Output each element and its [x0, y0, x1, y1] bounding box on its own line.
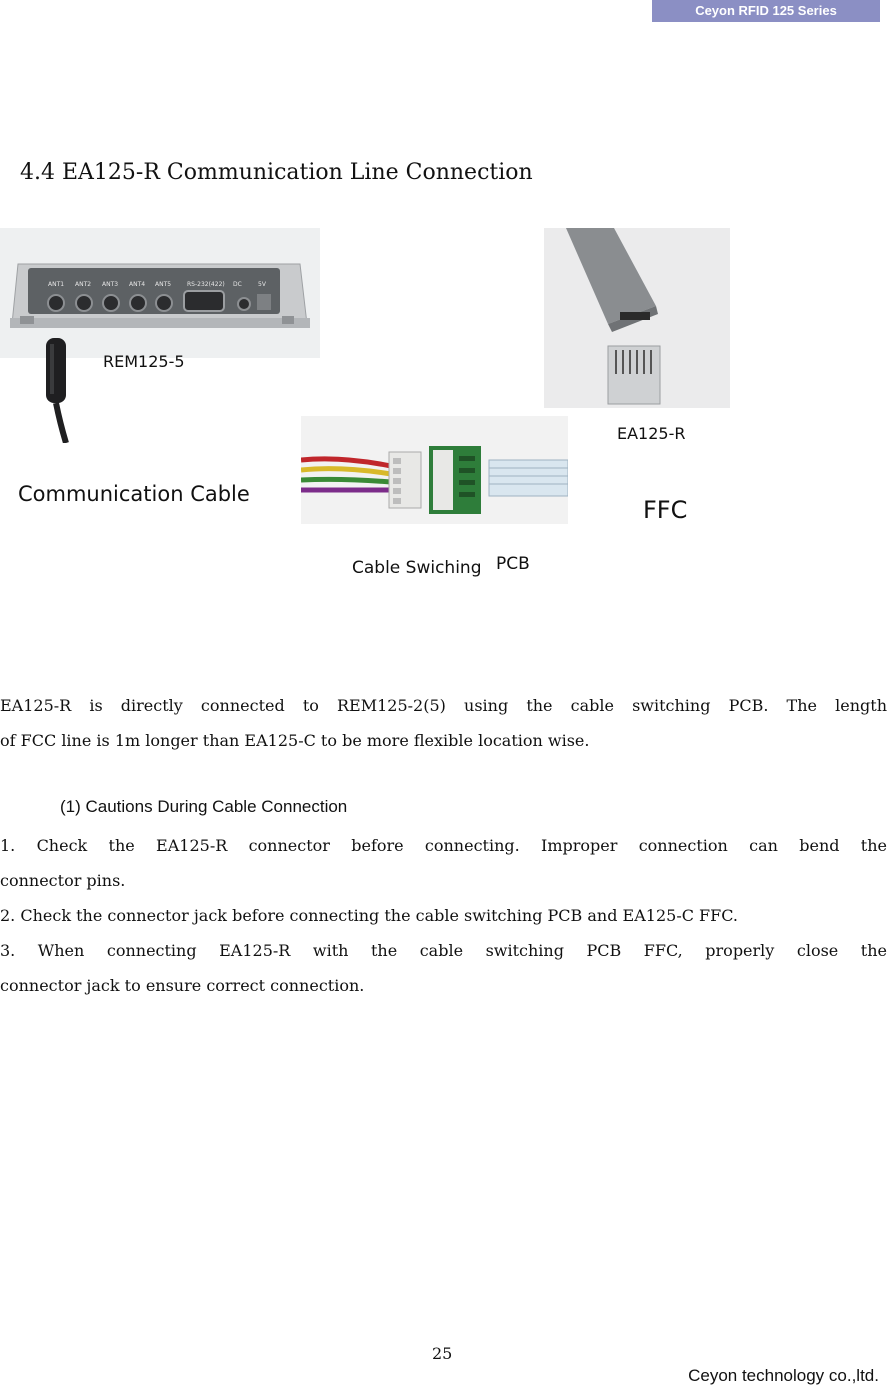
port-label: ANT5	[155, 281, 171, 288]
label-pcb: PCB	[496, 554, 530, 574]
label-rem125: REM125-5	[103, 352, 185, 371]
caution-item-1-cont: connector pins.	[0, 871, 126, 890]
caution-item-3: 3. When connecting EA125-R with the cabl…	[0, 941, 887, 960]
port-label: ANT3	[102, 281, 118, 288]
series-badge: Ceyon RFID 125 Series	[652, 0, 880, 22]
section-title: 4.4 EA125-R Communication Line Connectio…	[20, 160, 533, 185]
port-label: ANT2	[75, 281, 91, 288]
caution-item-2: 2. Check the connector jack before conne…	[0, 906, 739, 925]
port-label: DC	[233, 281, 242, 288]
port-label: ANT1	[48, 281, 64, 288]
port-label: 5V	[258, 281, 267, 288]
rem125-device-photo: ANT1 ANT2 ANT3 ANT4 ANT5 RS-232(422) DC …	[0, 228, 320, 443]
cable-switching-pcb-photo	[301, 416, 568, 524]
body-paragraph-line: EA125-R is directly connected to REM125-…	[0, 696, 887, 715]
port-label: ANT4	[129, 281, 145, 288]
page-number: 25	[432, 1344, 453, 1363]
port-label: RS-232(422)	[187, 281, 225, 288]
cautions-heading: (1) Cautions During Cable Connection	[60, 797, 348, 816]
footer-company: Ceyon technology co.,ltd.	[688, 1366, 879, 1385]
label-ea125r: EA125-R	[617, 424, 686, 443]
caution-item-3-cont: connector jack to ensure correct connect…	[0, 976, 365, 995]
label-communication-cable: Communication Cable	[18, 482, 250, 506]
label-ffc: FFC	[643, 496, 688, 524]
ea125r-antenna-photo	[544, 228, 730, 408]
label-cable-swiching: Cable Swiching	[352, 558, 482, 578]
caution-item-1: 1. Check the EA125-R connector before co…	[0, 836, 887, 855]
body-paragraph-line: of FCC line is 1m longer than EA125-C to…	[0, 731, 590, 750]
